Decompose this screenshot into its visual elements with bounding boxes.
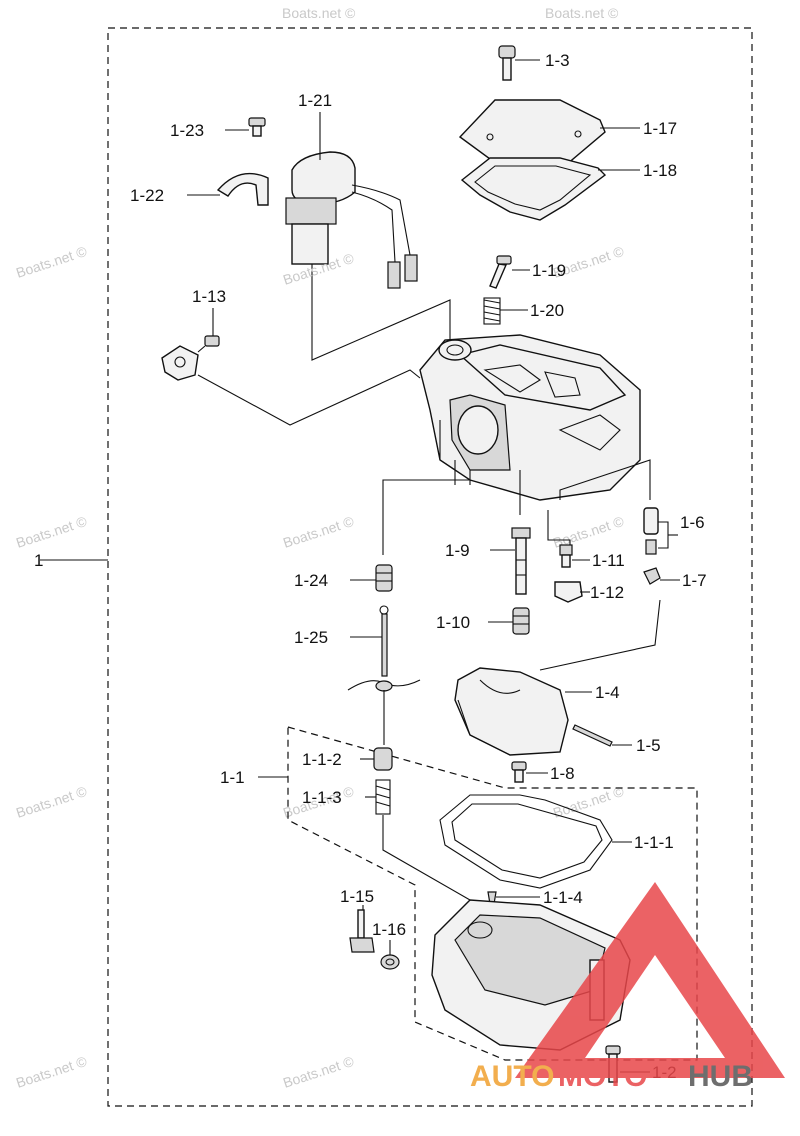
label-1-4: 1-4 (595, 683, 620, 702)
jet-1-1-2 (373, 747, 393, 771)
emulsion-tube-1-9 (511, 527, 531, 595)
label-1-13: 1-13 (192, 287, 226, 306)
label-1-1-3: 1-1-3 (302, 788, 342, 807)
float-bowl-assembly-outline (287, 726, 698, 1061)
gasket-1-18 (460, 157, 607, 221)
connector-line (382, 479, 470, 555)
connector-line (559, 459, 651, 500)
logo-hub-text: HUB (688, 1060, 753, 1093)
connector-line (539, 599, 661, 671)
float-1-4 (454, 667, 569, 756)
screw-1-23 (248, 117, 266, 137)
label-1-25: 1-25 (294, 628, 328, 647)
label-1-10: 1-10 (436, 613, 470, 632)
label-1-3: 1-3 (545, 51, 570, 70)
label-1-11: 1-11 (592, 551, 625, 570)
connector-line (311, 299, 451, 361)
clip-1-22 (216, 172, 269, 206)
label-1-7: 1-7 (682, 571, 707, 590)
automotohub-logo: AUTO MOTO HUB (470, 882, 785, 1093)
screw-1-13 (161, 335, 220, 381)
label-1-1-1: 1-1-1 (634, 833, 674, 852)
screw-1-3 (498, 45, 516, 81)
label-1-8: 1-8 (550, 764, 575, 783)
washer-1-16 (380, 954, 400, 970)
label-1: 1 (34, 551, 43, 570)
label-1-12: 1-12 (590, 583, 624, 602)
label-1-1-2: 1-1-2 (302, 750, 342, 769)
label-1-24: 1-24 (294, 571, 328, 590)
label-1-5: 1-5 (636, 736, 661, 755)
bowl-gasket-1-1-1 (439, 794, 613, 889)
screw-1-19 (489, 255, 512, 289)
label-1-21: 1-21 (298, 91, 332, 110)
connector-line (547, 510, 571, 545)
logo-moto-text: MOTO (558, 1060, 647, 1093)
watermark: Boats.net © (281, 513, 356, 551)
label-1-16: 1-16 (372, 920, 406, 939)
screw-1-8 (511, 761, 527, 783)
part-labels: 1-3 1-17 1-18 1-19 1-20 1-21 1-23 1-22 1… (34, 51, 707, 1082)
float-pin-1-5 (572, 724, 613, 747)
solenoid-1-21 (285, 151, 418, 300)
watermark: Boats.net © (545, 5, 619, 21)
watermark: Boats.net © (14, 783, 89, 821)
label-1-1-4: 1-1-4 (543, 888, 583, 907)
drain-screw-1-15 (349, 909, 375, 953)
pilot-jet-1-11 (559, 544, 573, 568)
label-1-23: 1-23 (170, 121, 204, 140)
spring-1-20 (483, 297, 501, 325)
label-1-17: 1-17 (643, 119, 677, 138)
carburetor-body (419, 334, 641, 515)
label-1-9: 1-9 (445, 541, 470, 560)
label-1-20: 1-20 (530, 301, 564, 320)
connector-line (197, 369, 421, 426)
watermark: Boats.net © (282, 5, 356, 21)
label-1-15: 1-15 (340, 887, 374, 906)
callout-lines (40, 59, 680, 1073)
label-1-1: 1-1 (220, 768, 245, 787)
main-jet-1-10 (512, 607, 530, 635)
label-1-6: 1-6 (680, 513, 705, 532)
plug-1-12 (554, 581, 583, 603)
needle-1-25 (347, 605, 421, 745)
label-1-19: 1-19 (532, 261, 566, 280)
assembly-outline (107, 27, 753, 1107)
watermark: Boats.net © (14, 513, 89, 551)
watermark: Boats.net © (281, 1053, 356, 1091)
needle-valve-1-6 (643, 507, 669, 555)
jet-1-24 (375, 564, 393, 592)
watermark: Boats.net © (14, 243, 89, 281)
label-1-22: 1-22 (130, 186, 164, 205)
watermark: Boats.net © (14, 1053, 89, 1091)
label-1-18: 1-18 (643, 161, 677, 180)
logo-auto-text: AUTO (470, 1060, 554, 1093)
clip-1-7 (643, 567, 661, 585)
